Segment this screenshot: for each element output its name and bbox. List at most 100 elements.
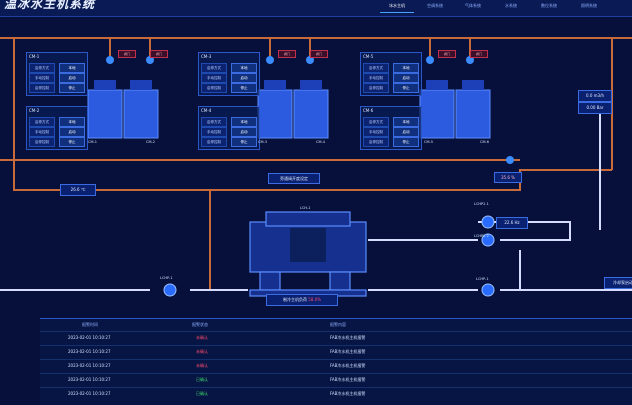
valve-tag[interactable]: 阀门 [150,50,168,58]
valve-tag[interactable]: 阀门 [470,50,488,58]
tab-3[interactable]: 气体系统 [465,3,481,8]
cooling-pump-label[interactable]: 冷却泵启动 [604,277,632,289]
panel-row-value[interactable]: 本地 [393,63,419,73]
cell-time: 2023-02-01 10:10:27 [68,391,111,396]
chiller-capacity: 制冷主机负荷 58.0% [266,294,338,306]
panel-row-value[interactable]: 启动 [231,73,257,83]
pump-right-3-label: LCHP-1 [476,277,489,281]
cell-status: 已确认 [196,377,208,382]
panel-row: 启停控制停止 [29,83,85,93]
table-row[interactable]: 2023-02-01 10:10:27 已确认 FAB冷水机主机报警 [40,387,632,401]
panel-row: 启停控制停止 [201,83,257,93]
tower-label: CM-5 [424,140,433,144]
temp-readout: 26.6 ℃ [60,184,96,196]
tab-5[interactable]: 数位系统 [541,3,557,8]
panel-row: 启停控制停止 [201,137,257,147]
panel-row: 手动控制启动 [363,127,419,137]
cell-content: FAB冷水机主机报警 [330,349,366,354]
capacity-label: 制冷主机负荷 [283,297,307,302]
panel-row-value[interactable]: 启动 [393,127,419,137]
panel-row: 启停方式本地 [29,63,85,73]
tower-label: CM-4 [316,140,325,144]
panel-row-label: 手动控制 [29,73,55,83]
panel-row-label: 启停控制 [201,137,227,147]
bypass-value: 35.6 % [494,172,522,183]
panel-row-value[interactable]: 本地 [59,63,85,73]
panel-row-value[interactable]: 启动 [393,73,419,83]
panel-row-label: 启停控制 [363,83,389,93]
panel-row-label: 启停方式 [201,117,227,127]
panel-row: 启停方式本地 [201,117,257,127]
table-row[interactable]: 2023-02-01 10:10:27 未确认 FAB冷水机主机报警 [40,359,632,373]
flow-readout: 0.0 m3/h [578,90,612,102]
panel-row-label: 启停控制 [29,137,55,147]
tab-1[interactable]: 冰水主机 [380,0,414,13]
panel-title: CM-6 [363,108,374,113]
freq-readout: 22.6 Hz [496,217,528,229]
tab-4[interactable]: 水系统 [505,3,517,8]
header-time: 报警时间 [82,322,98,327]
panel-row-value[interactable]: 启动 [59,73,85,83]
tower-label: CM-1 [88,140,97,144]
panel-row-value[interactable]: 启动 [231,127,257,137]
cell-time: 2023-02-01 10:10:27 [68,363,111,368]
cell-content: FAB冷水机主机报警 [330,363,366,368]
cell-content: FAB冷水机主机报警 [330,391,366,396]
header-status: 报警状态 [192,322,208,327]
panel-row: 启停方式本地 [29,117,85,127]
panel-row: 启停控制停止 [363,137,419,147]
panel-row-label: 启停方式 [201,63,227,73]
panel-row-value[interactable]: 停止 [231,83,257,93]
cell-content: FAB冷水机主机报警 [330,335,366,340]
header-content: 报警内容 [330,322,346,327]
bypass-label[interactable]: 旁通阀开度设定 [268,173,320,184]
panel-row: 手动控制启动 [201,127,257,137]
valve-tag[interactable]: 阀门 [310,50,328,58]
table-row[interactable]: 2023-02-01 10:10:27 未确认 FAB冷水机主机报警 [40,331,632,345]
panel-row-label: 手动控制 [201,127,227,137]
cell-time: 2023-02-01 10:10:27 [68,335,111,340]
panel-row-value[interactable]: 本地 [231,117,257,127]
panel-5: CM-5 启停方式本地手动控制启动启停控制停止 [360,52,422,96]
panel-row-value[interactable]: 本地 [393,117,419,127]
cell-time: 2023-02-01 10:10:27 [68,377,111,382]
panel-row: 启停控制停止 [363,83,419,93]
tab-6[interactable]: 照明系统 [581,3,597,8]
valve-tag[interactable]: 阀门 [438,50,456,58]
panel-row: 手动控制启动 [201,73,257,83]
cell-status: 未确认 [196,335,208,340]
panel-6: CM-6 启停方式本地手动控制启动启停控制停止 [360,106,422,150]
panel-title: CM-5 [363,54,374,59]
panel-row-value[interactable]: 停止 [59,137,85,147]
cell-status: 未确认 [196,363,208,368]
panel-row-value[interactable]: 本地 [231,63,257,73]
panel-row: 启停方式本地 [363,117,419,127]
panel-row-label: 手动控制 [29,127,55,137]
chiller-label: LCH-1 [300,206,311,210]
valve-tag[interactable]: 阀门 [278,50,296,58]
tower-label: CM-3 [258,140,267,144]
panel-4: CM-4 启停方式本地手动控制启动启停控制停止 [198,106,260,150]
panel-row-label: 启停控制 [201,83,227,93]
panel-row-value[interactable]: 启动 [59,127,85,137]
panel-row-label: 启停方式 [363,63,389,73]
panel-row-label: 启停控制 [29,83,55,93]
panel-row-value[interactable]: 本地 [59,117,85,127]
tab-2[interactable]: 空调系统 [427,3,443,8]
panel-row-value[interactable]: 停止 [231,137,257,147]
panel-title: CM-1 [29,54,40,59]
panel-row-label: 启停方式 [29,63,55,73]
panel-row-value[interactable]: 停止 [393,137,419,147]
pump-right-2-label: LCHP2-2 [474,234,489,238]
panel-title: CM-3 [201,54,212,59]
panel-row-value[interactable]: 停止 [393,83,419,93]
panel-row-value[interactable]: 停止 [59,83,85,93]
cell-status: 已确认 [196,391,208,396]
panel-row-label: 手动控制 [363,73,389,83]
panel-row: 启停控制停止 [29,137,85,147]
valve-tag[interactable]: 阀门 [118,50,136,58]
panel-title: CM-4 [201,108,212,113]
